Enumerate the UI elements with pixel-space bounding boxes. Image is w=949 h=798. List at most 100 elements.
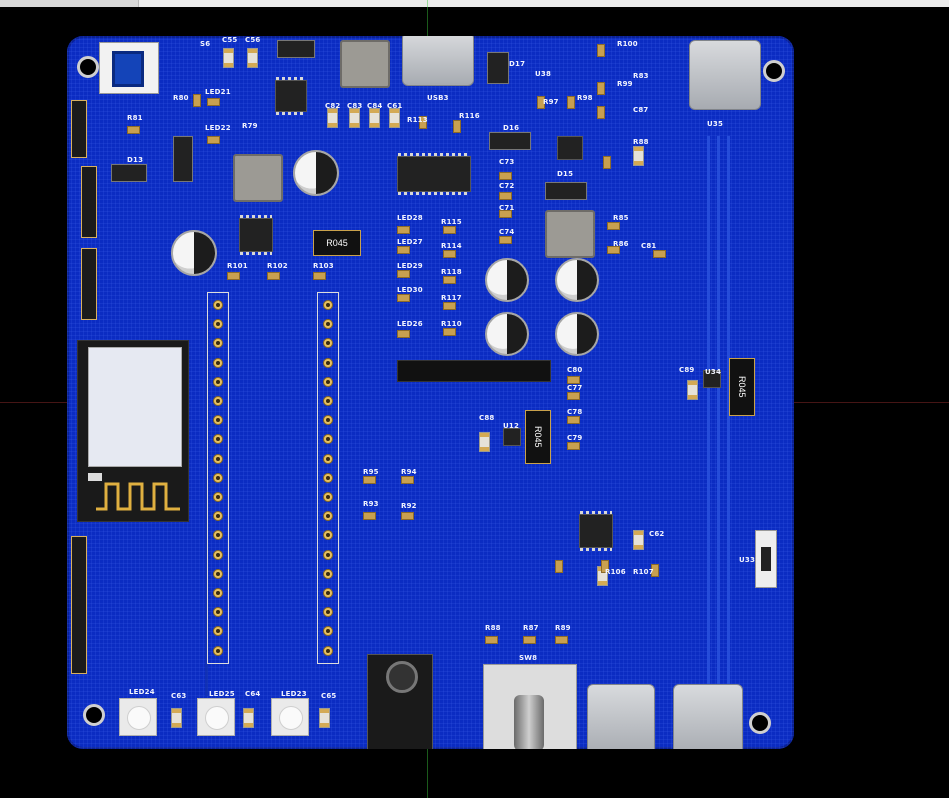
usb-c-connector-usb3[interactable] [402,36,474,86]
silk-label: R83 [633,72,649,80]
smd-resistor [555,636,568,644]
antenna-trace-icon [96,482,180,511]
smd-capacitor [633,146,644,166]
smd-resistor [651,564,659,577]
silk-label: R97 [543,98,559,106]
header-pin [213,300,223,310]
smd-resistor [127,126,140,134]
smd-resistor [443,226,456,234]
silk-label: D13 [127,156,144,164]
module-shield [88,347,182,467]
wifi-module[interactable] [77,340,189,522]
header-pin [323,357,333,368]
smd-led [207,136,220,144]
power-inductor [233,154,283,202]
silk-label: R85 [613,214,629,222]
dc-jack-icon[interactable] [367,654,433,749]
usb-c-connector-u35[interactable] [689,40,761,110]
smd-resistor [537,96,545,109]
smd-resistor [607,246,620,254]
silk-label: LED30 [397,286,423,294]
header-pin [323,588,333,598]
silk-label: R116 [459,112,480,120]
header-pin [213,626,223,637]
smd-resistor [443,328,456,336]
silk-label: U33 [739,556,756,564]
smd-resistor [567,96,575,109]
silk-label: R113 [407,116,428,124]
pin-header [81,248,97,320]
silk-label: R80 [173,94,189,102]
silk-label: C55 [222,36,238,44]
switch-actuator[interactable] [112,51,144,87]
smd-capacitor [567,416,580,424]
smd-capacitor [633,530,644,550]
led-led24 [119,698,157,736]
smd-resistor [443,250,456,258]
usb-c-connector[interactable] [587,684,655,749]
silk-label: C64 [245,690,261,698]
silk-label: LED23 [281,690,307,698]
smd-capacitor [567,392,580,400]
silk-label: R95 [363,468,379,476]
mcu-header-right [317,292,339,664]
smd-capacitor [499,210,512,218]
silk-label: LED21 [205,88,231,96]
silk-label: LED25 [209,690,235,698]
electrolytic-capacitor [555,258,599,302]
silk-label: R115 [441,218,462,226]
smd-capacitor [319,708,330,728]
smd-led [397,226,410,234]
diode-d16 [489,132,531,150]
trace [205,316,208,696]
header-pin [323,511,333,522]
silk-label: LED26 [397,320,423,328]
silk-label: U34 [705,368,722,376]
header-pin [323,492,333,502]
smd-led [397,294,410,302]
header-pin [213,376,223,387]
silk-label: C83 [347,102,363,110]
header-pin [323,453,333,464]
smd-led [207,98,220,106]
toggle-switch-icon[interactable] [483,664,577,749]
document-tab[interactable] [0,0,139,7]
header-pin [323,645,333,656]
header-pin [213,472,223,483]
smd-capacitor [567,376,580,384]
header-pin [323,549,333,560]
silk-label: R93 [363,500,379,508]
smd-resistor [597,44,605,57]
header-pin [213,338,223,349]
header-pin [213,588,223,598]
silk-label: U35 [707,120,724,128]
smd-led [397,246,410,254]
silk-label: R107 [633,568,654,576]
ic-chip [239,215,273,255]
mount-hole-icon [83,704,105,726]
trace [707,136,710,696]
silk-label: C56 [245,36,261,44]
tactile-button[interactable] [755,530,777,588]
header-pin [323,568,333,579]
header-pin [213,415,223,426]
silk-label: C89 [679,366,695,374]
smd-resistor [363,476,376,484]
usb-c-connector[interactable] [673,684,743,749]
ic-chip [579,511,613,551]
pcb-board[interactable]: R045 R045 R045 [67,36,794,749]
silk-label: USB3 [427,94,449,102]
silk-label: LED29 [397,262,423,270]
silk-label: U12 [503,422,520,430]
diode-d15 [545,182,587,200]
slide-switch[interactable] [99,42,159,94]
silk-label: R117 [441,294,462,302]
header-pin [323,607,333,618]
header-pin [323,396,333,406]
silk-label: LED24 [129,688,155,696]
shunt-label: R045 [326,238,348,248]
header-pin [323,530,333,541]
silk-label: R110 [441,320,462,328]
header-pin [323,319,333,330]
electrolytic-capacitor [293,150,339,196]
